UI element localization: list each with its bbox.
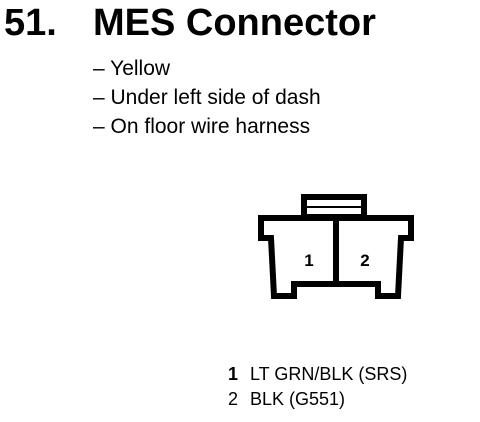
detail-location: – Under left side of dash (93, 86, 321, 109)
pin-row: 2 BLK (G551) (228, 387, 407, 412)
cavity-1-label: 1 (304, 251, 313, 270)
section-number: 51. (4, 2, 57, 44)
pin-list: 1 LT GRN/BLK (SRS) 2 BLK (G551) (228, 362, 407, 412)
page-title: MES Connector (93, 2, 376, 44)
pin-description: BLK (G551) (250, 389, 346, 409)
cavity-2-label: 2 (360, 251, 369, 270)
detail-color: – Yellow (93, 57, 171, 80)
pin-number: 1 (228, 364, 239, 384)
pin-row: 1 LT GRN/BLK (SRS) (228, 362, 407, 387)
connector-diagram: 1 2 (258, 194, 414, 299)
location-details: – Yellow – Under left side of dash – On … (93, 54, 321, 141)
pin-number: 2 (228, 389, 239, 409)
pin-description: LT GRN/BLK (SRS) (250, 364, 408, 384)
detail-harness: – On floor wire harness (93, 115, 311, 138)
